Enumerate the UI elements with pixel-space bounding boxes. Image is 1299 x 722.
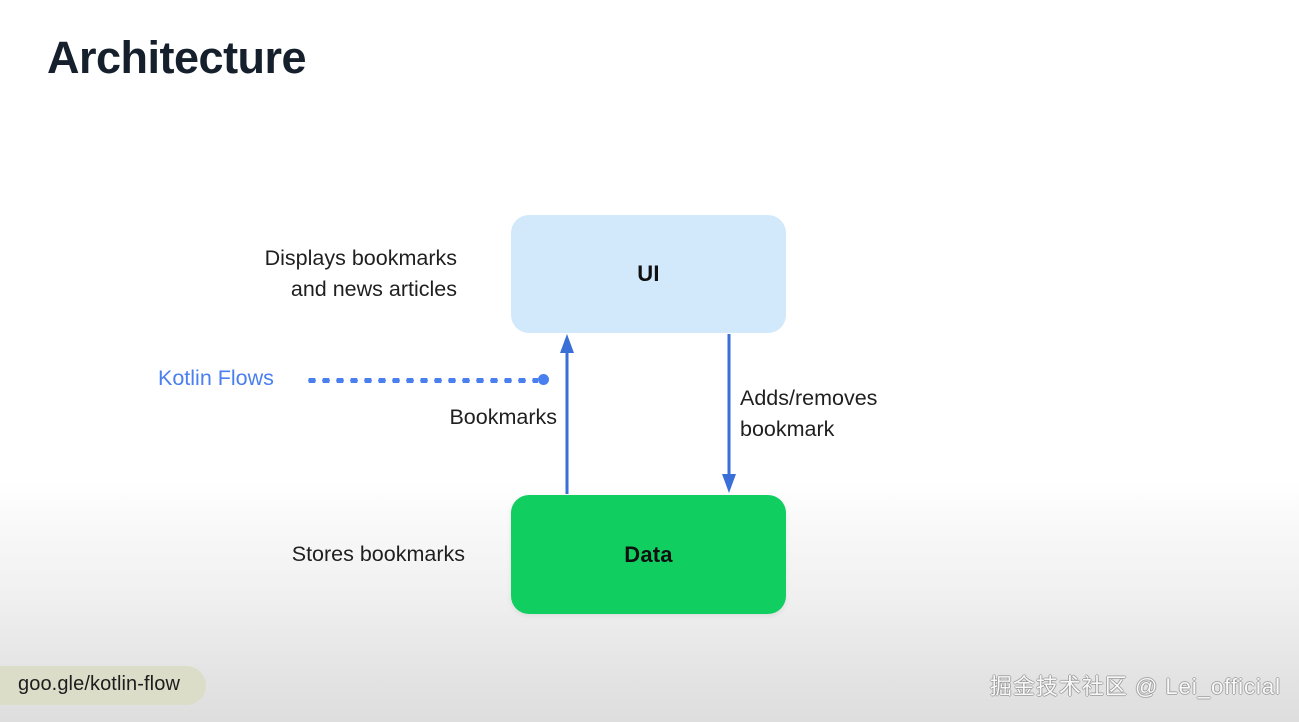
kotlin-flows-label: Kotlin Flows <box>158 366 274 390</box>
edge-label-bookmarks: Bookmarks <box>449 405 557 429</box>
edge-label-adds-line-1: Adds/removes <box>740 386 878 410</box>
node-ui[interactable]: UI <box>511 215 786 333</box>
annotation-stores-bookmarks: Stores bookmarks <box>291 542 465 566</box>
kotlin-flows-dotted-leader-icon <box>305 378 538 383</box>
watermark: 掘金技术社区 @ Lei_official <box>989 674 1281 699</box>
annotation-displays-line-2: and news articles <box>290 276 457 301</box>
node-data[interactable]: Data <box>511 495 786 614</box>
edge-label-adds-line-2: bookmark <box>740 416 835 441</box>
annotation-displays-bookmarks: Displays bookmarks and news articles <box>155 243 457 304</box>
node-ui-label: UI <box>637 261 660 286</box>
page-title: Architecture <box>47 32 307 83</box>
annotation-displays-line-1: Displays bookmarks <box>264 246 457 270</box>
node-data-label: Data <box>624 541 673 567</box>
arrow-data-to-ui <box>560 334 574 494</box>
kotlin-flows-end-dot-icon <box>538 374 549 385</box>
edge-label-adds-removes-bookmark: Adds/removes bookmark <box>740 383 950 444</box>
footer-link-pill[interactable]: goo.gle/kotlin-flow <box>0 666 206 705</box>
arrow-ui-to-data <box>722 334 736 493</box>
